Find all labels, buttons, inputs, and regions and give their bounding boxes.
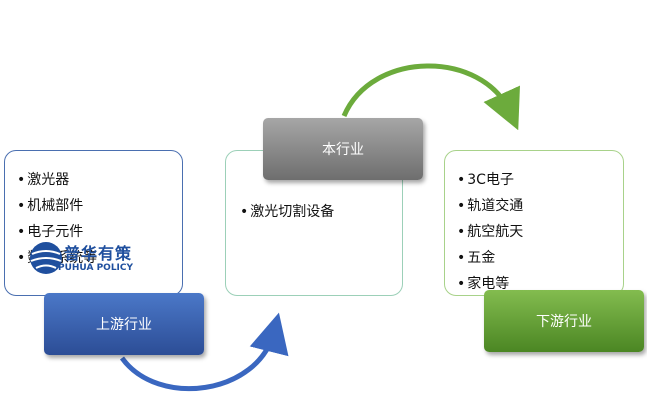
bullet: • [240,204,249,220]
upstream-item-text: 电子元件 [27,224,84,240]
downstream-item-text: 家电等 [467,276,510,292]
bullet: • [17,250,26,266]
industry-item-text: 激光切割设备 [250,204,335,220]
industry-list: •激光切割设备 [240,199,334,225]
bullet: • [457,250,466,266]
upstream-item-text: 激光器 [27,172,70,188]
bullet: • [457,198,466,214]
upstream-header: 上游行业 [44,293,204,355]
list-item: •机械部件 [17,193,97,219]
downstream-item-text: 五金 [467,250,496,266]
industry-header: 本行业 [263,118,423,180]
list-item: •3C电子 [457,167,523,193]
downstream-item-text: 轨道交通 [467,198,524,214]
downstream-item-text: 航空航天 [467,224,524,240]
arrow-upstream-to-industry [119,312,289,392]
list-item: •激光切割设备 [240,199,334,225]
arrow-industry-to-downstream [341,63,520,131]
list-item: •航空航天 [457,219,523,245]
list-item: •家电等 [457,271,523,297]
watermark-logo: 普华有策 PUHUA POLICY [28,238,136,282]
watermark-name-en: PUHUA POLICY [58,263,134,273]
list-item: •激光器 [17,167,97,193]
list-item: •电子元件 [17,219,97,245]
bullet: • [17,224,26,240]
upstream-item-text: 机械部件 [27,198,84,214]
downstream-header: 下游行业 [484,290,644,352]
bullet: • [457,224,466,240]
downstream-box: •3C电子 •轨道交通 •航空航天 •五金 •家电等 [444,150,624,296]
globe-icon [30,242,62,274]
downstream-item-text: 3C电子 [467,172,514,188]
bullet: • [457,276,466,292]
bullet: • [17,198,26,214]
bullet: • [457,172,466,188]
list-item: •五金 [457,245,523,271]
watermark-name-cn: 普华有策 [64,244,133,263]
list-item: •轨道交通 [457,193,523,219]
downstream-list: •3C电子 •轨道交通 •航空航天 •五金 •家电等 [457,167,523,297]
bullet: • [17,172,26,188]
